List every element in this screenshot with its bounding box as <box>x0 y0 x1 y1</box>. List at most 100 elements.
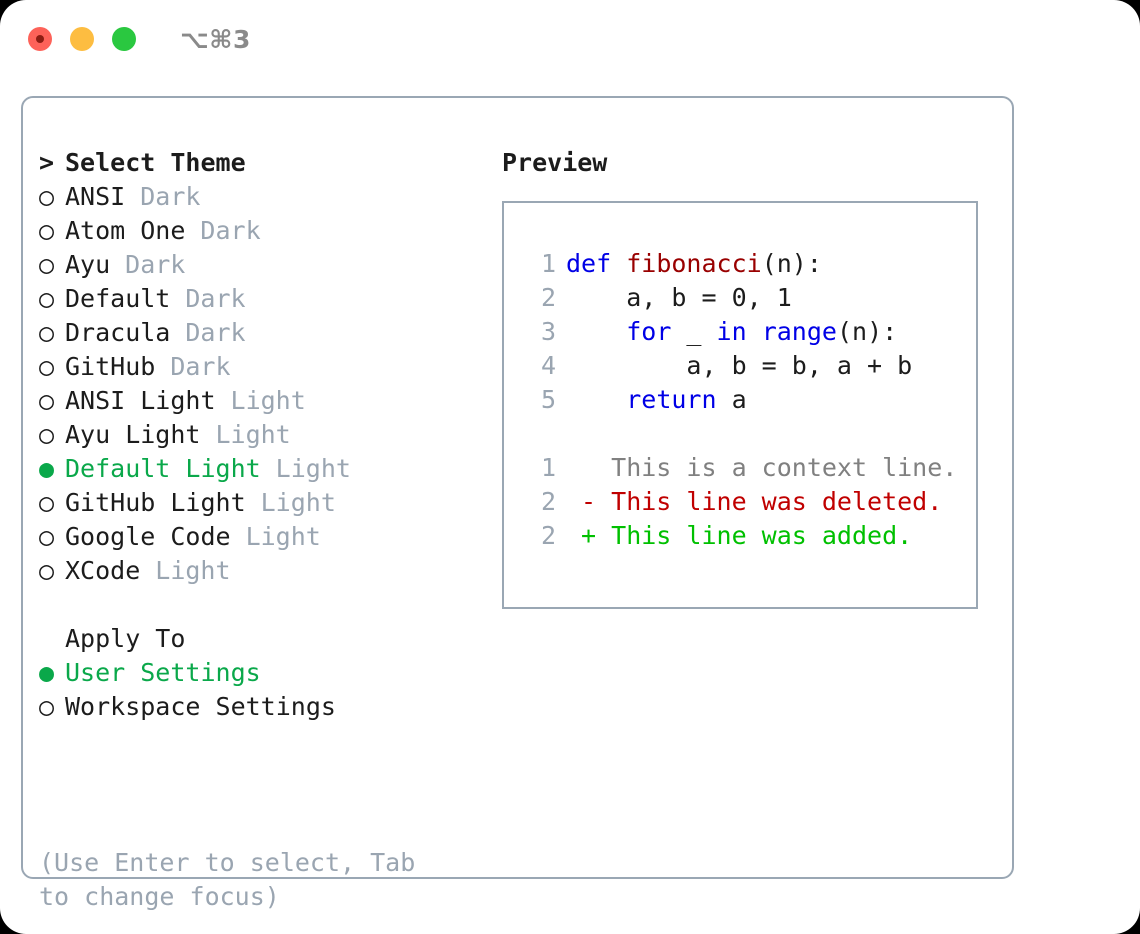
theme-option-label: ANSI <box>65 182 126 211</box>
code-line: 1 This is a context line. <box>504 451 976 485</box>
code-token: a <box>716 385 747 414</box>
code-token: range <box>761 317 837 346</box>
spacer <box>504 417 976 451</box>
radio-unselected-icon: ○ <box>39 216 55 245</box>
radio-unselected-icon: ○ <box>39 250 55 279</box>
code-token: (n): <box>761 249 822 278</box>
code-token <box>566 315 626 349</box>
theme-variant-badge: Dark <box>185 284 246 313</box>
theme-option-label: Ayu Light <box>65 420 201 449</box>
apply-to-options-list: ●User Settings○ Workspace Settings <box>39 656 479 724</box>
line-number: 4 <box>540 351 556 380</box>
code-token: a, b = 0, 1 <box>566 283 792 312</box>
apply-to-label: Apply To <box>65 624 186 653</box>
code-token: for <box>626 317 672 346</box>
spacer-icon: ○ <box>39 622 65 656</box>
theme-option-atom-one[interactable]: ○ Atom One Dark <box>39 214 479 248</box>
apply-to-option-label: Workspace Settings <box>65 692 336 721</box>
radio-unselected-icon: ○ <box>39 522 55 551</box>
diff-sample: 1 This is a context line.2 - This line w… <box>504 451 976 553</box>
theme-variant-badge: Light <box>260 488 336 517</box>
radio-unselected-icon: ○ <box>39 284 55 313</box>
theme-option-label: Google Code <box>65 522 231 551</box>
theme-option-label: Default <box>65 284 171 313</box>
line-number: 1 <box>540 249 556 278</box>
radio-unselected-icon: ○ <box>39 556 55 585</box>
page-title: Select Theme <box>65 148 246 177</box>
code-token: a, b = b, a + b <box>566 351 913 380</box>
title-bar: ⌥⌘3 <box>0 0 1140 78</box>
theme-option-label: GitHub Light <box>65 488 246 517</box>
theme-option-ayu-light[interactable]: ○ Ayu Light Light <box>39 418 479 452</box>
theme-option-default[interactable]: ○ Default Dark <box>39 282 479 316</box>
theme-option-xcode[interactable]: ○ XCode Light <box>39 554 479 588</box>
code-line: 2 a, b = 0, 1 <box>504 281 976 315</box>
radio-selected-icon: ● <box>39 454 55 483</box>
code-line: 1 def fibonacci(n): <box>504 247 976 281</box>
theme-list-header: > Select Theme <box>39 146 479 180</box>
radio-unselected-icon: ○ <box>39 386 55 415</box>
spacer <box>39 588 479 622</box>
code-token: def <box>566 249 627 278</box>
line-number: 2 <box>540 283 556 312</box>
code-token <box>566 383 626 417</box>
code-token: - This line was deleted. <box>566 487 943 516</box>
theme-option-default-light[interactable]: ● Default Light Light <box>39 452 479 486</box>
line-number: 3 <box>540 317 556 346</box>
theme-variant-badge: Dark <box>140 182 201 211</box>
theme-option-label: Ayu <box>65 250 111 279</box>
theme-variant-badge: Dark <box>125 250 186 279</box>
close-icon <box>36 35 44 43</box>
code-token <box>747 315 762 349</box>
code-token: (n): <box>836 317 898 346</box>
theme-option-github-light[interactable]: ○ GitHub Light Light <box>39 486 479 520</box>
theme-variant-badge: Light <box>230 386 306 415</box>
line-number: 2 <box>540 487 556 516</box>
keyboard-hint-text: (Use Enter to select, Tab to change focu… <box>39 848 416 911</box>
theme-option-label: XCode <box>65 556 141 585</box>
close-window-button[interactable] <box>28 27 52 51</box>
code-token: return <box>626 385 717 414</box>
apply-to-option-user-settings[interactable]: ●User Settings <box>39 656 479 690</box>
code-token: This is a context line. <box>566 453 958 482</box>
radio-unselected-icon: ○ <box>39 318 55 347</box>
maximize-window-button[interactable] <box>112 27 136 51</box>
apply-to-option-workspace-settings[interactable]: ○ Workspace Settings <box>39 690 479 724</box>
keyboard-shortcut-label: ⌥⌘3 <box>180 24 251 54</box>
minimize-window-button[interactable] <box>70 27 94 51</box>
radio-unselected-icon: ○ <box>39 488 55 517</box>
code-token: _ <box>671 317 717 346</box>
radio-selected-icon: ● <box>39 658 55 687</box>
code-line: 4 a, b = b, a + b <box>504 349 976 383</box>
radio-unselected-icon: ○ <box>39 420 55 449</box>
theme-variant-badge: Light <box>215 420 291 449</box>
radio-unselected-icon: ○ <box>39 692 55 721</box>
theme-variant-badge: Dark <box>200 216 261 245</box>
theme-option-label: Atom One <box>65 216 186 245</box>
code-line: 2 + This line was added. <box>504 519 976 553</box>
theme-variant-badge: Light <box>275 454 351 483</box>
code-token: in <box>716 317 747 346</box>
theme-option-label: Default Light <box>65 454 261 483</box>
theme-option-ayu[interactable]: ○ Ayu Dark <box>39 248 479 282</box>
theme-option-dracula[interactable]: ○ Dracula Dark <box>39 316 479 350</box>
theme-variant-badge: Dark <box>185 318 246 347</box>
code-token: fibonacci <box>626 249 762 278</box>
code-line: 2 - This line was deleted. <box>504 485 976 519</box>
code-line: 3 for _ in range(n): <box>504 315 976 349</box>
code-line: 5 return a <box>504 383 976 417</box>
prompt-caret-icon: > <box>39 148 55 177</box>
theme-variant-badge: Light <box>155 556 231 585</box>
theme-option-label: Dracula <box>65 318 171 347</box>
